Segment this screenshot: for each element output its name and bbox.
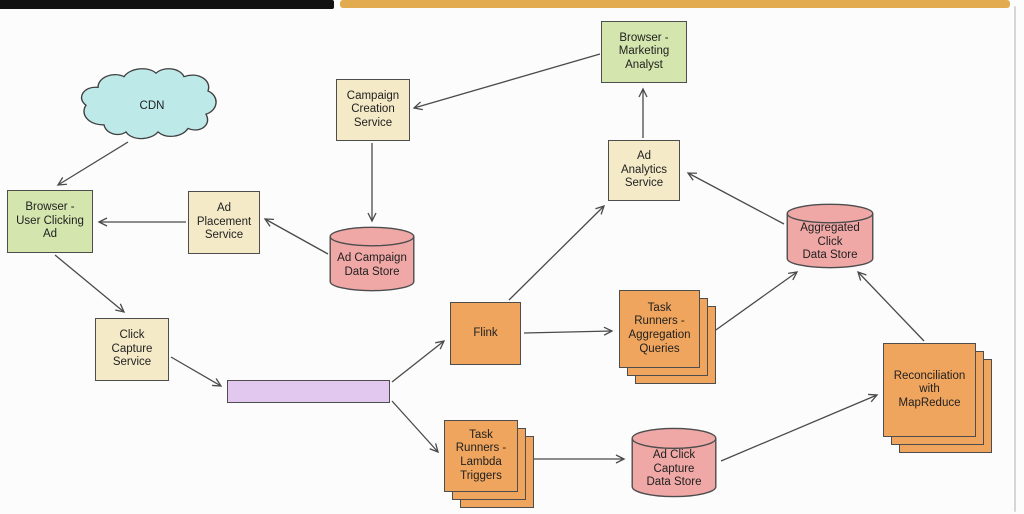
node-label: Campaign Creation Service [346,89,400,129]
cylinder-icon [328,226,416,292]
node-label: Ad Analytics Service [620,150,668,190]
edge-click_capture-to-event_stream [170,356,223,387]
node-ad-click-capture-data-store: Ad Click Capture Data Store [630,427,718,498]
edge-agg_store-to-ad_analytics [686,172,785,225]
node-label: Flink [473,326,498,339]
node-click-capture-service: Click Capture Service [95,318,169,381]
node-browser-user-clicking-ad: Browser - User Clicking Ad [7,190,93,253]
node-ad-campaign-data-store: Ad Campaign Data Store [328,226,416,292]
edge-browser_analyst-to-campaign_creation [412,53,601,111]
node-ad-analytics-service: Ad Analytics Service [608,140,680,201]
node-label: Click Capture Service [111,329,153,369]
node-label: Browser - Marketing Analyst [618,31,670,71]
cylinder-icon [785,203,875,269]
node-label [228,381,389,402]
edge-reconciliation-to-agg_store [856,270,925,342]
node-browser-marketing-analyst: Browser - Marketing Analyst [601,21,687,83]
node-task-runners-aggregation-queries: Task Runners - Aggregation Queries [619,290,716,384]
edge-event_stream-to-flink [391,340,446,383]
stack-layer [444,420,518,492]
node-campaign-creation-service: Campaign Creation Service [336,79,410,141]
edge-event_stream-to-task_lambda [391,400,439,454]
edge-flink-to-ad_analytics [508,204,606,301]
edge-browser_user-to-click_capture [54,254,126,313]
edge-ad_campaign_store-to-ad_placement [263,218,329,255]
node-flink: Flink [450,302,521,365]
node-event-stream-bar [227,380,390,403]
cloud-icon [80,68,217,140]
node-label: Ad Placement Service [196,202,252,242]
node-label: Browser - User Clicking Ad [16,201,84,241]
top-accent-bar [340,0,1010,8]
node-task-runners-lambda-triggers: Task Runners - Lambda Triggers [444,420,534,508]
node-cdn: CDN [72,66,232,148]
node-ad-placement-service: Ad Placement Service [188,191,260,254]
stack-layer [619,290,700,368]
window-right-edge [1014,6,1016,512]
edge-ad_click_store-to-reconciliation [720,393,879,462]
node-aggregated-click-data-store: Aggregated Click Data Store [785,203,875,269]
edge-task_agg-to-agg_store [705,271,799,338]
edge-cdn-to-browser_user [56,141,129,186]
stack-layer [883,343,976,437]
edge-flink-to-task_agg [523,326,614,336]
cylinder-icon [630,427,718,498]
node-reconciliation-with-mapreduce: Reconciliation with MapReduce [883,343,992,453]
top-black-bar [0,0,334,9]
